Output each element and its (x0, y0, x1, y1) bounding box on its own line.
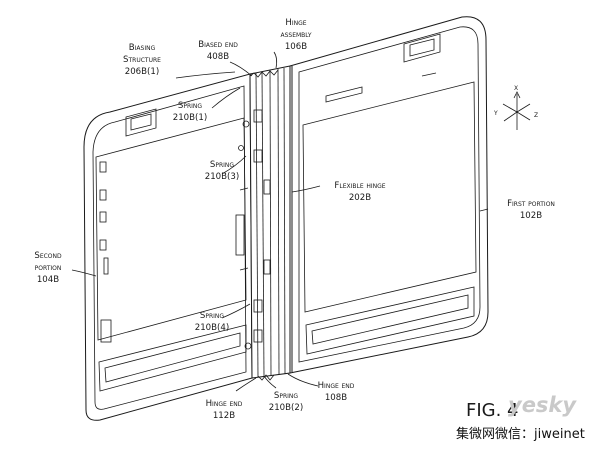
svg-text:202B: 202B (349, 193, 371, 203)
svg-text:Biased end: Biased end (198, 40, 238, 50)
axis-x-label: x (514, 83, 518, 93)
svg-text:Spring: Spring (274, 391, 298, 401)
svg-text:Structure: Structure (123, 55, 161, 65)
svg-text:Flexible hinge: Flexible hinge (334, 181, 385, 191)
svg-text:Second: Second (34, 251, 62, 261)
callout-spring-2: Spring 210B(2) (269, 391, 303, 413)
axis-y-label: y (493, 108, 498, 118)
svg-text:210B(4): 210B(4) (195, 323, 229, 333)
svg-text:206B(1): 206B(1) (125, 67, 159, 77)
svg-text:210B(1): 210B(1) (173, 113, 207, 123)
figure-label: FIG. 4 (466, 400, 519, 421)
callout-biasing-structure: Biasing Structure 206B(1) (123, 43, 161, 77)
callout-spring-3: Spring 210B(3) (205, 160, 239, 182)
svg-text:portion: portion (35, 263, 62, 273)
svg-text:210B(3): 210B(3) (205, 172, 239, 182)
svg-text:Hinge end: Hinge end (318, 381, 355, 391)
svg-text:112B: 112B (213, 411, 235, 421)
svg-text:Spring: Spring (200, 311, 224, 321)
callout-hinge-assembly: Hinge assembly 106B (280, 18, 311, 52)
axis-z-label: z (534, 110, 538, 120)
callout-hinge-end-108: Hinge end 108B (318, 381, 355, 403)
svg-text:102B: 102B (520, 211, 542, 221)
first-portion-panel (289, 16, 489, 374)
leader-lines (71, 51, 489, 392)
svg-text:106B: 106B (285, 42, 307, 52)
callout-second-portion: Second portion 104B (34, 251, 62, 285)
svg-text:104B: 104B (37, 275, 59, 285)
svg-text:Hinge end: Hinge end (206, 399, 243, 409)
hinge-assembly (249, 65, 291, 381)
axes-icon: x y z (493, 83, 538, 130)
second-portion-panel (83, 73, 253, 421)
watermark-wechat: 集微网微信：jiweinet (456, 426, 585, 442)
svg-text:Spring: Spring (210, 160, 234, 170)
callout-flexible-hinge: Flexible hinge 202B (334, 181, 385, 203)
svg-text:Spring: Spring (178, 101, 202, 111)
callout-spring-4: Spring 210B(4) (195, 311, 229, 333)
svg-text:First portion: First portion (507, 199, 555, 209)
callout-first-portion: First portion 102B (507, 199, 555, 221)
callout-spring-1: Spring 210B(1) (173, 101, 207, 123)
svg-text:Hinge: Hinge (285, 18, 306, 28)
svg-text:108B: 108B (325, 393, 347, 403)
callout-hinge-end-112: Hinge end 112B (206, 399, 243, 421)
svg-text:408B: 408B (207, 52, 229, 62)
svg-text:Biasing: Biasing (129, 43, 156, 53)
svg-text:assembly: assembly (280, 30, 311, 40)
callout-biased-end: Biased end 408B (198, 40, 238, 62)
svg-text:210B(2): 210B(2) (269, 403, 303, 413)
watermark-brand: yesky (508, 393, 577, 417)
